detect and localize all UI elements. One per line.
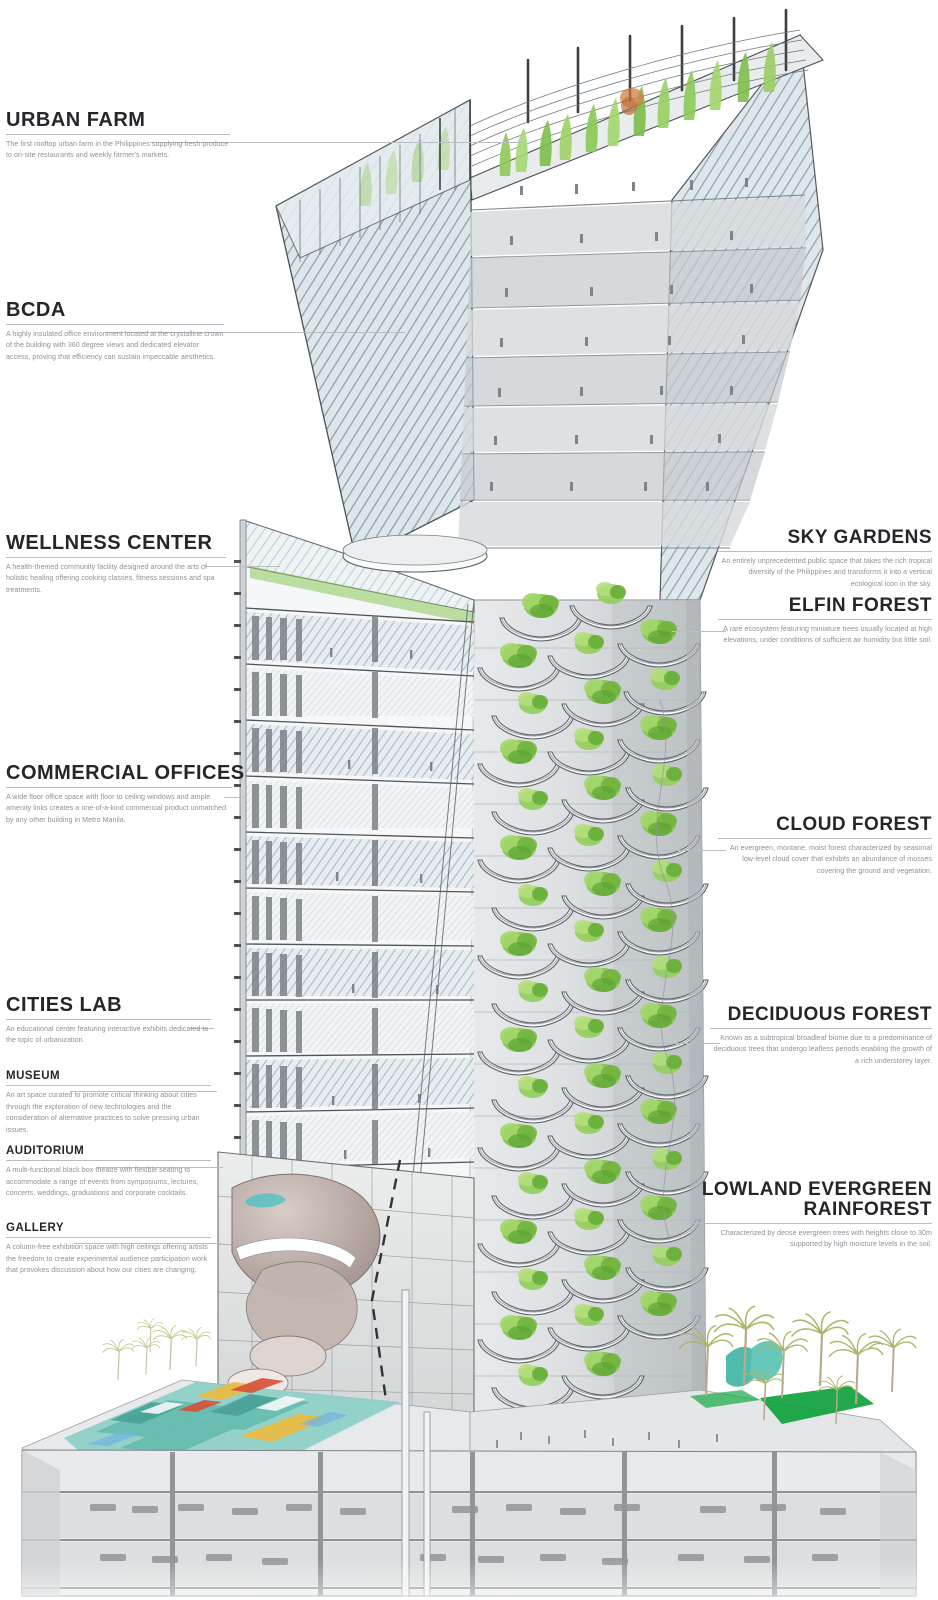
annotation-deciduous-forest: DECIDUOUS FOREST Known as a subtropical … [710,1005,932,1067]
leader-elfin-forest [672,631,726,632]
leader-museum [70,1091,217,1092]
label-rule [718,618,932,620]
label-rule [6,1019,211,1020]
ground-landscape [21,1305,918,1471]
label-body-cloud-forest: An evergreen, montane, moist forest char… [729,843,932,875]
annotation-urban-farm: URBAN FARM The first rooftop urban farm … [6,110,230,162]
label-title-lowland-rainforest-line1: LOWLAND EVERGREEN [701,1179,932,1200]
annotation-cloud-forest: CLOUD FOREST An evergreen, montane, mois… [718,815,932,877]
label-rule [710,1027,932,1029]
label-body-urban-farm: The first rooftop urban farm in the Phil… [6,140,229,160]
label-body-museum: An art space curated to promote critical… [6,1091,200,1134]
label-rule [718,550,932,552]
label-rule [6,134,230,135]
annotation-sky-gardens: SKY GARDENS An entirely unprecedented pu… [718,528,932,590]
leader-auditorium [96,1167,223,1168]
label-title-gallery: GALLERY [6,1222,65,1234]
leader-wellness-center [206,566,280,567]
annotation-auditorium: AUDITORIUM A multi-functional black box … [6,1145,211,1200]
leader-cities-lab [190,1028,214,1029]
annotation-cities-lab: CITIES LAB An educational center featuri… [6,995,211,1047]
office-block [234,519,488,1431]
label-title-urban-farm: URBAN FARM [6,109,146,131]
cultural-podium [217,1151,475,1446]
label-body-elfin-forest: A rare ecosystem featuring miniature tre… [723,624,932,645]
label-body-wellness-center: A health-themed community facility desig… [6,563,215,594]
label-title-bcda: BCDA [6,299,66,321]
urban-farm-crops [359,8,809,206]
annotation-bcda: BCDA A highly insulated office environme… [6,300,224,363]
label-title-elfin-forest: ELFIN FOREST [788,595,932,616]
label-rule [6,1160,211,1162]
annotation-elfin-forest: ELFIN FOREST A rare ecosystem featuring … [718,596,932,647]
label-body-bcda: A highly insulated office environment lo… [6,330,224,361]
annotation-wellness-center: WELLNESS CENTER A health-themed communit… [6,533,226,596]
label-titlewrap-lowland-rainforest: LOWLAND EVERGREEN RAINFOREST [688,1180,932,1220]
label-rule [6,557,226,558]
leader-urban-farm [150,142,523,143]
label-rule [6,324,224,325]
label-title-lowland-rainforest-line2: RAINFOREST [803,1198,932,1220]
leader-bcda [105,332,405,333]
label-rule [718,837,932,839]
label-rule [6,1237,211,1239]
annotation-gallery: GALLERY A column-free exhibition space w… [6,1222,211,1277]
label-body-lowland-rainforest: Characterized by dense evergreen trees w… [720,1228,932,1249]
label-title-commercial-offices: COMMERCIAL OFFICES [6,762,245,784]
leader-commercial-offices [224,797,244,798]
tower-shaft [467,582,709,1431]
crown-volume [275,8,824,601]
label-body-gallery: A column-free exhibition space with high… [6,1243,208,1275]
annotation-lowland-rainforest: LOWLAND EVERGREEN RAINFOREST Characteriz… [688,1180,932,1251]
label-title-sky-gardens: SKY GARDENS [787,527,932,548]
leader-gallery [74,1243,221,1244]
label-body-sky-gardens: An entirely unprecedented public space t… [721,556,932,588]
label-title-deciduous-forest: DECIDUOUS FOREST [727,1004,932,1025]
label-title-museum: MUSEUM [6,1070,61,1082]
leader-lowland-rainforest [640,1246,702,1247]
label-rule [6,1085,211,1087]
label-body-commercial-offices: A wide floor office space with floor to … [6,793,227,824]
annotation-museum: MUSEUM An art space curated to promote c… [6,1070,211,1136]
label-body-cities-lab: An educational center featuring interact… [6,1025,209,1045]
label-title-cities-lab: CITIES LAB [6,994,123,1016]
urban-model [64,1378,400,1462]
label-title-wellness-center: WELLNESS CENTER [6,532,213,554]
label-title-cloud-forest: CLOUD FOREST [776,814,932,835]
label-rule [6,787,232,788]
label-body-auditorium: A multi-functional black box theatre wit… [6,1166,199,1198]
leader-cloud-forest [662,850,726,851]
label-body-deciduous-forest: Known as a subtropical broadleaf biome d… [713,1033,932,1065]
leader-deciduous-forest [648,1043,720,1044]
label-title-auditorium: AUDITORIUM [6,1145,85,1157]
label-rule [688,1222,932,1224]
annotation-commercial-offices: COMMERCIAL OFFICES A wide floor office s… [6,762,245,826]
basement-levels [21,1289,917,1597]
